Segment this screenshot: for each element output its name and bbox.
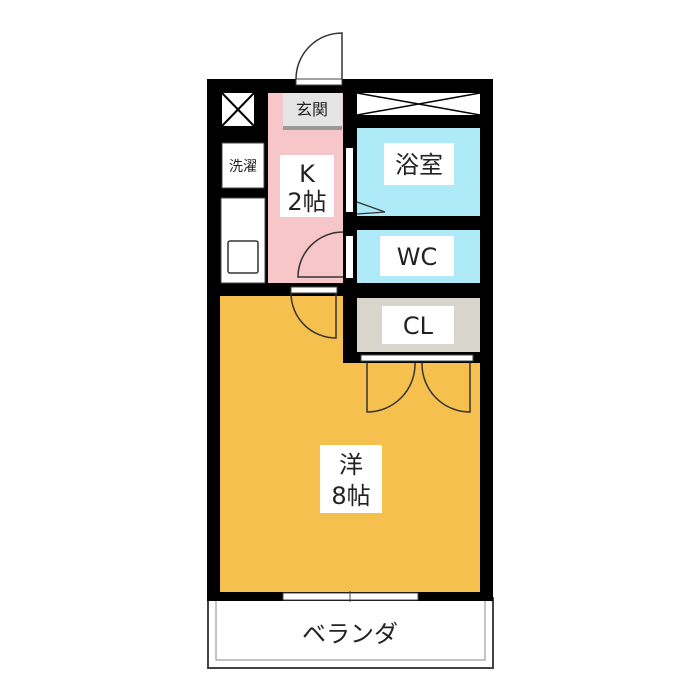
laundry-label: 洗濯 (229, 159, 257, 175)
room-door (290, 292, 337, 339)
western-room-size: 8帖 (331, 482, 370, 510)
bathroom-label: 浴室 (395, 151, 443, 179)
closet-label: CL (403, 312, 434, 340)
entry-door (295, 32, 343, 80)
western-room-name: 洋 (339, 451, 363, 479)
entrance (283, 93, 342, 130)
closet-label-bg (382, 306, 454, 344)
storage-x-icon (356, 92, 481, 116)
bath-door (346, 148, 353, 212)
western-label-bg (320, 445, 382, 513)
veranda-area (207, 597, 494, 669)
sink-icon (227, 240, 259, 274)
laundry-space (221, 142, 265, 189)
bath-door-swing (356, 201, 386, 215)
entrance-label: 玄関 (296, 100, 328, 119)
closet-door-track (360, 354, 474, 362)
pipe-space-x-icon (221, 92, 255, 127)
kitchen-label-bg (280, 155, 334, 217)
room-door-frame (290, 286, 338, 294)
wc-label-bg (380, 236, 454, 276)
veranda-label: ベランダ (302, 620, 398, 648)
wc-door-frame (346, 236, 353, 278)
kitchen-size: 2帖 (287, 188, 326, 216)
entry-door-frame (295, 78, 343, 86)
wc-label: WC (397, 243, 438, 271)
entrance-step (283, 126, 342, 130)
bath-label-bg (384, 143, 454, 185)
kitchen-name: K (299, 160, 316, 188)
closet-doors (366, 362, 471, 413)
wc-door (297, 231, 344, 278)
